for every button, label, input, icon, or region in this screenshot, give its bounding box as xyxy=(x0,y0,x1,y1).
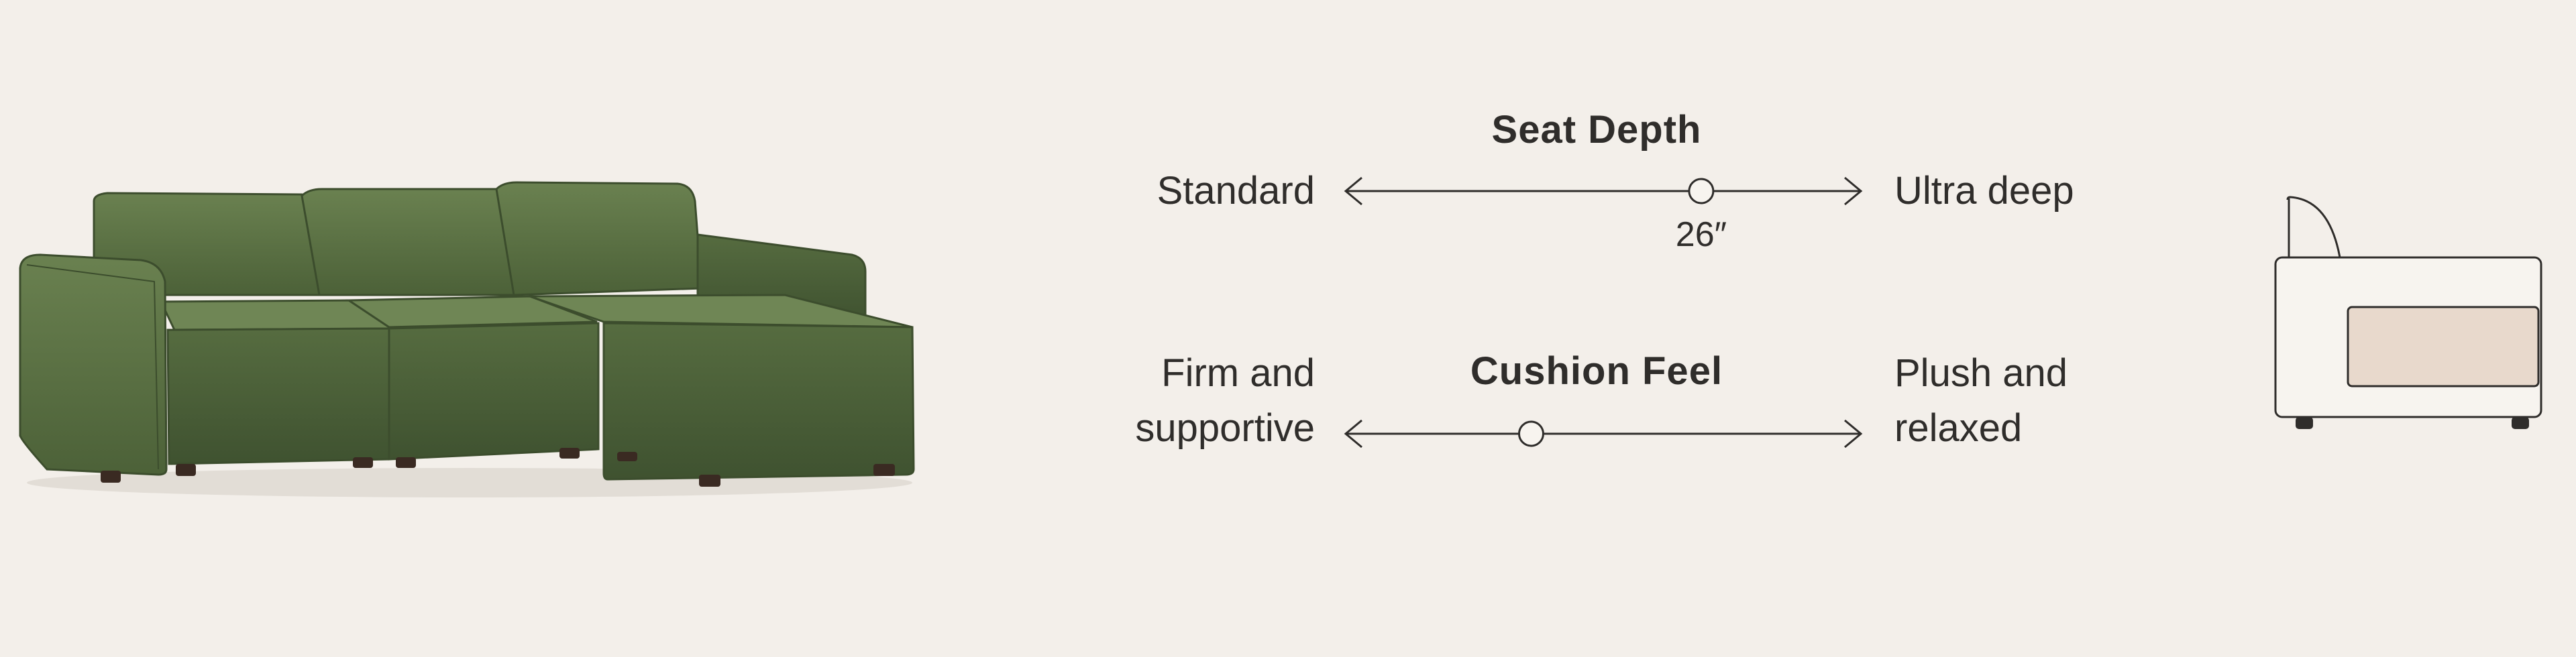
seat-depth-min-line: Standard xyxy=(1157,169,1315,213)
cushion-feel-max-label: Plush and relaxed xyxy=(1894,346,2068,456)
cushion-feel-min-line-2: supportive xyxy=(1135,406,1315,450)
seat-depth-max-line: Ultra deep xyxy=(1894,169,2074,213)
seat-depth-max-label: Ultra deep xyxy=(1894,164,2074,219)
cushion-feel-track[interactable] xyxy=(1342,417,1865,451)
cushion-feel-max-line-1: Plush and xyxy=(1894,351,2068,395)
cushion-feel-slider: Cushion Feel Firm and supportive Plush a… xyxy=(1060,342,2133,476)
cushion-feel-min-label: Firm and supportive xyxy=(1135,346,1315,456)
seat-depth-value: 26″ xyxy=(1675,215,1727,254)
seat-depth-track[interactable] xyxy=(1342,174,1865,208)
seat-depth-min-label: Standard xyxy=(1157,164,1315,219)
sofa-image xyxy=(19,181,915,497)
seat-depth-title: Seat Depth xyxy=(1491,108,1702,152)
cushion-feel-min-line-1: Firm and xyxy=(1161,351,1315,395)
seat-depth-slider: Seat Depth Standard Ultra deep 26″ xyxy=(1060,101,2133,254)
cushion-feel-max-line-2: relaxed xyxy=(1894,406,2023,450)
seat-depth-thumb[interactable] xyxy=(1688,178,1715,204)
cushion-feel-title: Cushion Feel xyxy=(1470,349,1723,393)
cushion-feel-thumb[interactable] xyxy=(1517,420,1544,447)
chair-depth-diagram xyxy=(2274,196,2542,429)
